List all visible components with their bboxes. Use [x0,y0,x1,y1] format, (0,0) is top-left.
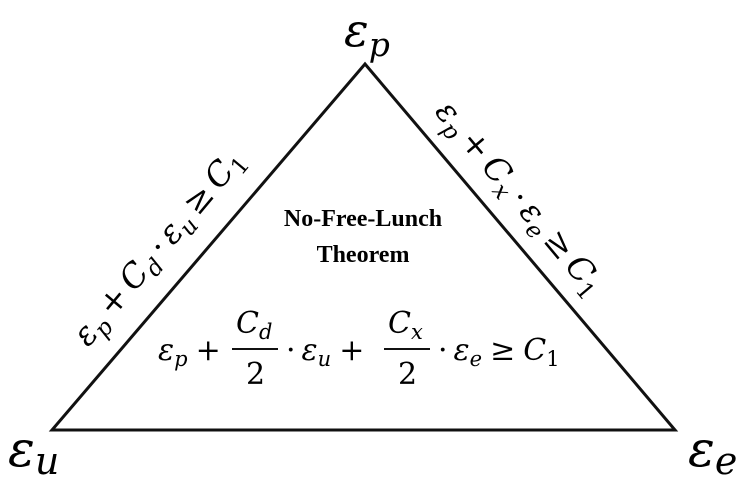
right-edge-constraint: εp+Cx·εe≥C1 [424,92,613,305]
theorem-title-line1: No-Free-Lunch [284,206,442,232]
left-edge-constraint: εp+Cd·εu≥C1 [64,141,255,357]
svg-text:εp+Cx·εe≥C1: εp+Cx·εe≥C1 [424,92,613,305]
svg-text:Cd: Cd [236,306,272,344]
vertex-right-label: εe [688,420,736,481]
vertex-left-label: εu [8,420,59,481]
svg-text:·εu+: ·εu+ [286,333,364,371]
svg-text:2: 2 [398,357,417,392]
svg-text:εp+Cd·εu≥C1: εp+Cd·εu≥C1 [64,141,255,357]
triangle [48,61,679,432]
svg-text:Cx: Cx [388,306,423,344]
svg-text:2: 2 [246,357,265,392]
vertex-top-label: εp [344,3,390,64]
center-formula: εp+ Cd 2 ·εu+ Cx 2 ·εe≥C1 [158,306,560,392]
theorem-title-line2: Theorem [317,242,410,268]
svg-text:εp+: εp+ [158,333,221,371]
svg-text:·εe≥C1: ·εe≥C1 [438,333,560,371]
